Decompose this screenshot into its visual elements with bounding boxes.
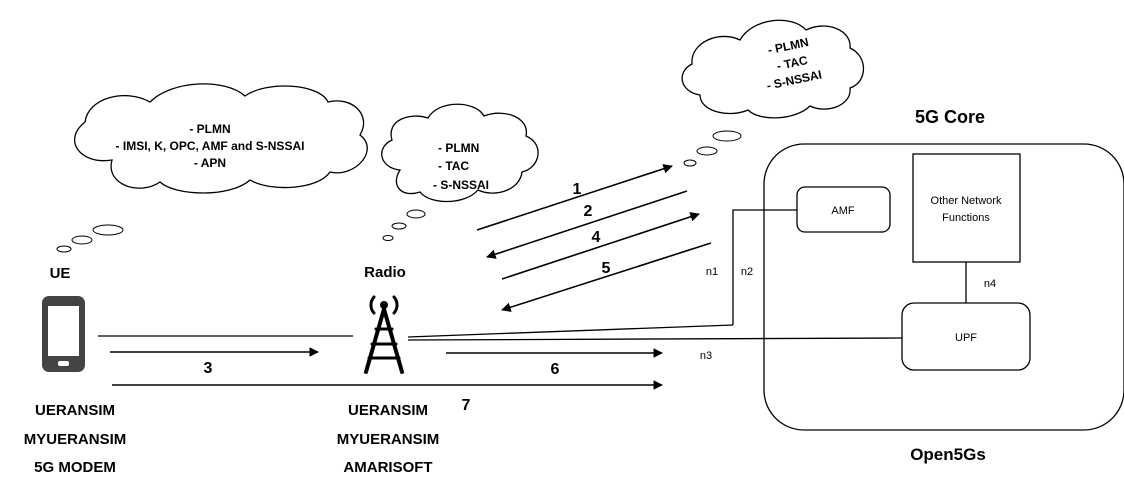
step-6-label: 6 (551, 361, 560, 378)
n2-amf-link (732, 209, 797, 325)
core-container (763, 143, 1124, 431)
interface-n4-label: n4 (984, 278, 996, 290)
interface-n2-label: n2 (741, 266, 753, 278)
step-7-label: 7 (462, 397, 471, 414)
upf-box: UPF (901, 302, 1031, 371)
ue-option-2: MYUERANSIM (24, 431, 127, 448)
other-nf-label-line-1: Other Network (931, 195, 1002, 207)
radio-option-1: UERANSIM (348, 402, 428, 419)
other-nf-label-line-2: Functions (942, 212, 990, 224)
arrow-step-1 (476, 164, 673, 231)
core-title: 5G Core (915, 107, 985, 127)
arrow-step-2 (486, 190, 688, 259)
step-5-label: 5 (602, 260, 611, 277)
radio-n2-link (407, 324, 734, 338)
core-thought-cloud: - PLMN - TAC - S-NSSAI (681, 19, 864, 167)
antenna-icon (364, 295, 404, 374)
radio-thought-line-1: - PLMN (438, 141, 479, 155)
radio-thought-line-2: - TAC (438, 159, 469, 173)
ue-option-1: UERANSIM (35, 402, 115, 419)
ue-thought-line-2: - IMSI, K, OPC, AMF and S-NSSAI (116, 139, 305, 153)
step-3-label: 3 (204, 360, 213, 377)
ue-thought-line-1: - PLMN (189, 122, 230, 136)
radio-title: Radio (364, 264, 406, 281)
amf-label: AMF (831, 205, 855, 217)
phone-icon (42, 296, 85, 372)
ue-thought-line-3: - APN (194, 156, 226, 170)
radio-thought-line-3: - S-NSSAI (433, 178, 489, 192)
ue-title: UE (50, 265, 71, 282)
other-nf-box: Other Network Functions (912, 153, 1021, 263)
radio-thought-cloud: - PLMN - TAC - S-NSSAI (381, 103, 539, 241)
radio-upf-link (407, 337, 903, 341)
ue-option-3: 5G MODEM (34, 459, 116, 476)
interface-n3-label: n3 (700, 350, 712, 362)
core-caption: Open5Gs (910, 445, 986, 464)
amf-box: AMF (796, 186, 891, 233)
radio-option-3: AMARISOFT (343, 459, 432, 476)
radio-option-2: MYUERANSIM (337, 431, 440, 448)
arrow-step-5 (501, 242, 712, 312)
step-1-label: 1 (573, 181, 582, 198)
core-thought-line-2: - TAC (775, 53, 809, 73)
arrow-step-4 (501, 212, 700, 280)
ue-thought-cloud: - PLMN - IMSI, K, OPC, AMF and S-NSSAI -… (56, 83, 368, 253)
step-2-label: 2 (584, 203, 593, 220)
interface-n1-label: n1 (706, 266, 718, 278)
upf-label: UPF (955, 332, 977, 344)
step-4-label: 4 (592, 229, 601, 246)
